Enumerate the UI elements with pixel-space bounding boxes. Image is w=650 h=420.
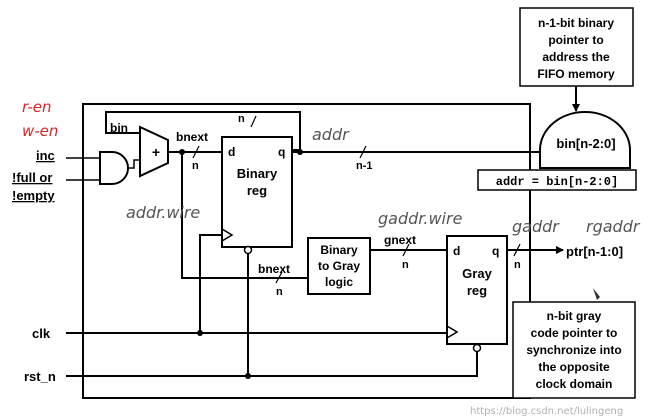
binary-reg-d-port: d [228,145,235,159]
handwritten-gaddr: gaddr [512,217,560,236]
ptr-label: ptr[n-1:0] [566,244,623,259]
bnext-bottom-width: n [276,286,283,298]
bnext-to-converter-wire [181,152,308,279]
gray-reg-q-port: q [492,244,499,258]
top-callout-line-4: FIFO memory [537,67,615,81]
ptr-width-label: n [514,259,521,271]
handwritten-w-en: w-en [22,122,58,140]
handwritten-rgaddr: rgaddr [586,217,641,236]
addr-assign-box [477,169,637,191]
binary-to-gray-logic: Binary to Gray logic [307,237,371,295]
bottom-callout-line-4: the opposite [538,360,610,374]
not-empty-label: !empty [12,188,55,203]
gnext-width: n [402,259,409,271]
rst-n-label: rst_n [24,369,56,384]
not-full-label: !full or [12,170,52,185]
bottom-callout-line-3: synchronize into [526,343,621,357]
gray-reg-title-1: Gray [462,266,492,281]
mouse-cursor-icon [593,288,600,300]
binary-register: d q Binary reg [221,136,293,255]
converter-line-1: Binary [320,243,358,257]
bnext-top-label: bnext [176,130,208,144]
top-callout-line-2: pointer to [548,33,603,47]
converter-line-3: logic [325,275,353,289]
gnext-label: gnext [384,233,416,247]
gray-reg-title-2: reg [467,283,487,298]
top-callout-line-1: n-1-bit binary [538,16,614,30]
bottom-callout-line-5: clock domain [536,377,613,391]
binary-reg-title-2: reg [247,183,267,198]
addr-width-label: n-1 [356,160,373,172]
bottom-callout-line-1: n-bit gray [547,309,602,323]
bottom-callout: n-bit gray code pointer to synchronize i… [512,301,636,399]
handwritten-addr-wire: addr.wire [126,203,200,222]
bin-bus-label: bin[n-2:0] [556,136,615,151]
inc-label: inc [36,148,55,163]
bnext-top-width: n [192,160,199,172]
bottom-callout-line-2: code pointer to [531,326,618,340]
addr-assign-label: addr = bin[n-2:0] [496,175,618,189]
converter-line-2: to Gray [318,259,360,273]
binary-reg-title-1: Binary [237,166,278,181]
and-gate [99,151,129,185]
bnext-bottom-label: bnext [258,262,290,276]
clk-label: clk [32,326,51,341]
gray-reg-d-port: d [453,244,460,258]
binary-reg-width: n [238,113,245,125]
handwritten-gaddr-wire: gaddr.wire [378,209,463,228]
top-callout: n-1-bit binary pointer to address the FI… [519,7,634,112]
watermark: https://blog.csdn.net/lulingeng [470,406,623,417]
handwritten-addr: addr [312,125,350,144]
bin-feedback-label: bin [110,121,128,135]
top-callout-line-3: address the [542,50,610,64]
binary-reg-q-port: q [278,145,285,159]
rst-n-wire [66,352,478,377]
gray-register: d q Gray reg [446,235,508,353]
incrementer-label: + [152,144,160,160]
memory-address-port [539,111,631,169]
handwritten-r-en: r-en [22,98,52,116]
